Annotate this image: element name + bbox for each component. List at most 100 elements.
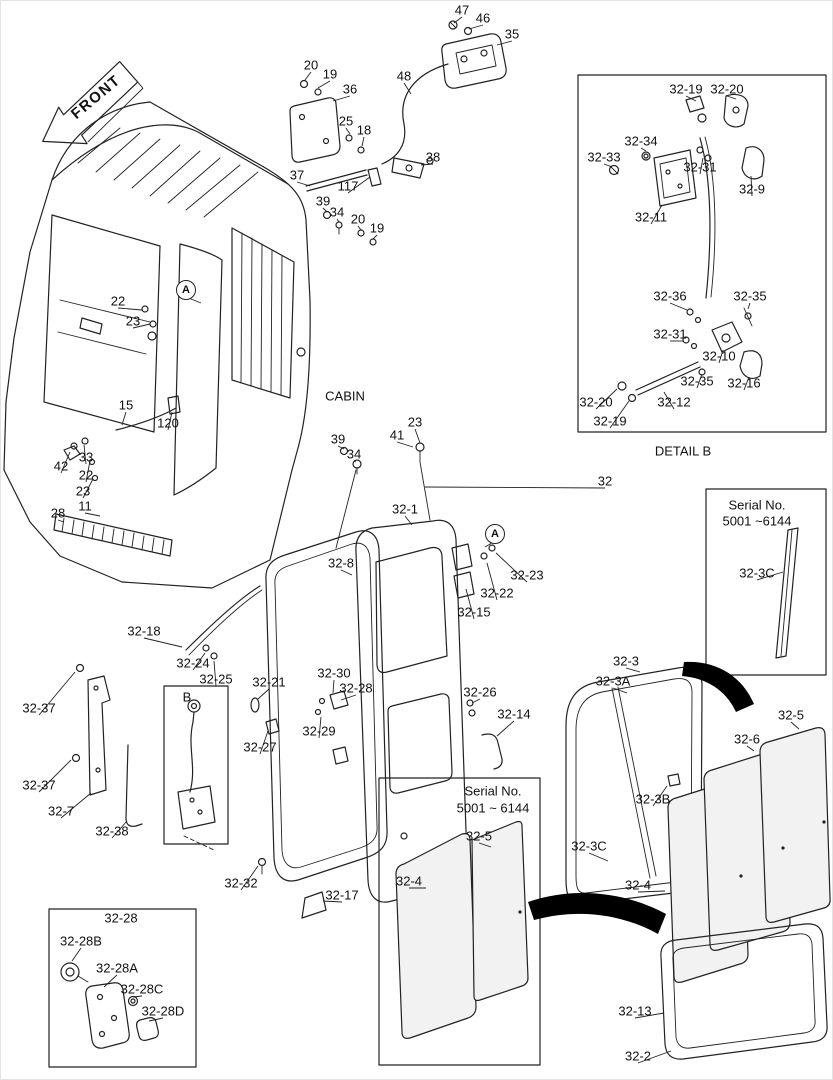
leader-line [372,234,378,240]
door-hinge-parts [451,543,496,599]
glass-panes-right [667,727,831,983]
leader-line [337,445,345,450]
leader-line [121,411,127,426]
door-mount-hardware [335,442,431,549]
leader-line [756,571,784,581]
leader-line [603,163,613,168]
leader-line [60,451,71,474]
leader-line [332,95,351,102]
door-check-strap-32-18 [185,585,263,660]
leader-line [60,792,92,819]
leader-line [746,745,755,752]
detail-b-parts [608,93,765,403]
leader-line [132,323,151,329]
leader-line [259,730,269,755]
detail-b-small-box [163,685,229,845]
serial-box-right [705,488,827,676]
leader-line [347,176,371,194]
leader-line [240,865,259,891]
leader-line [453,16,463,24]
leader-line [468,24,484,30]
leader-line [185,296,202,304]
leader-line [340,569,353,576]
leader-line [396,441,414,448]
cabin-drawing [3,101,311,589]
leader-line [663,391,675,410]
leader-line [340,694,357,701]
leader-line [318,716,322,739]
handle-kit-32-28-box [48,908,197,1068]
leader-line [718,349,724,364]
leader-line [83,444,87,465]
lower-panel-32-13 [660,923,828,1060]
leader-line [322,900,343,903]
front-direction-arrow: FRONT [42,61,144,145]
leader-line [595,388,618,410]
leader-line [496,720,515,737]
leader-line [403,82,412,95]
leader-line [637,890,666,893]
leader-line [317,80,331,89]
leader-line [637,1050,672,1064]
leader-line [257,688,270,700]
leader-line [652,785,668,807]
serial-box-bottom [378,777,541,1066]
leader-line [143,637,183,648]
leader-line [404,515,413,526]
leader-line [486,562,498,601]
leader-line [213,660,217,687]
leader-line [57,519,65,523]
leader-line [471,698,481,704]
weatherstrip-32-3c [775,527,799,659]
leader-line [496,40,513,46]
detail-b-small-parts [177,699,216,851]
leader-line [332,679,335,694]
side-bracket-parts [71,663,143,827]
leader-line [747,302,751,310]
leader-line [361,136,365,147]
leader-line [696,373,703,389]
leader-line [495,552,528,583]
page-swoosh-graphics [528,661,754,934]
leader-line [478,842,492,848]
leader-line [465,588,475,620]
leader-line [353,460,357,463]
leader-line [192,652,206,671]
leader-line [414,428,421,444]
leader-line [625,667,641,673]
leader-line [588,852,609,862]
leader-line [71,947,82,962]
leader-line [82,478,94,499]
leader-line [750,175,753,197]
leader-line [336,218,340,223]
leader-line [167,411,173,431]
leader-line [345,127,351,135]
leader-line [424,486,606,489]
serial-bottom-panes [395,820,529,1039]
leader-line [357,225,362,231]
leader-line [322,207,328,213]
door-seal-32-8 [265,530,388,882]
leader-line [726,95,737,100]
leader-line [612,687,628,694]
leader-line [132,995,143,998]
leader-line [685,95,697,102]
leader-line [38,671,76,716]
top-latch-hardware [289,20,507,246]
leader-line [85,460,91,483]
leader-line [634,1012,665,1019]
detail-b-box [577,74,827,433]
leader-line [117,307,143,311]
leader-line [650,204,663,225]
leader-line [420,163,434,166]
leader-line [743,376,750,391]
leader-line [609,400,630,429]
handle-kit-32-28-parts [60,962,159,1049]
leader-lines [38,16,800,1064]
leader-line [699,157,704,175]
leader-line [669,302,688,311]
leader-line [148,1017,164,1022]
leader-line [790,721,800,730]
